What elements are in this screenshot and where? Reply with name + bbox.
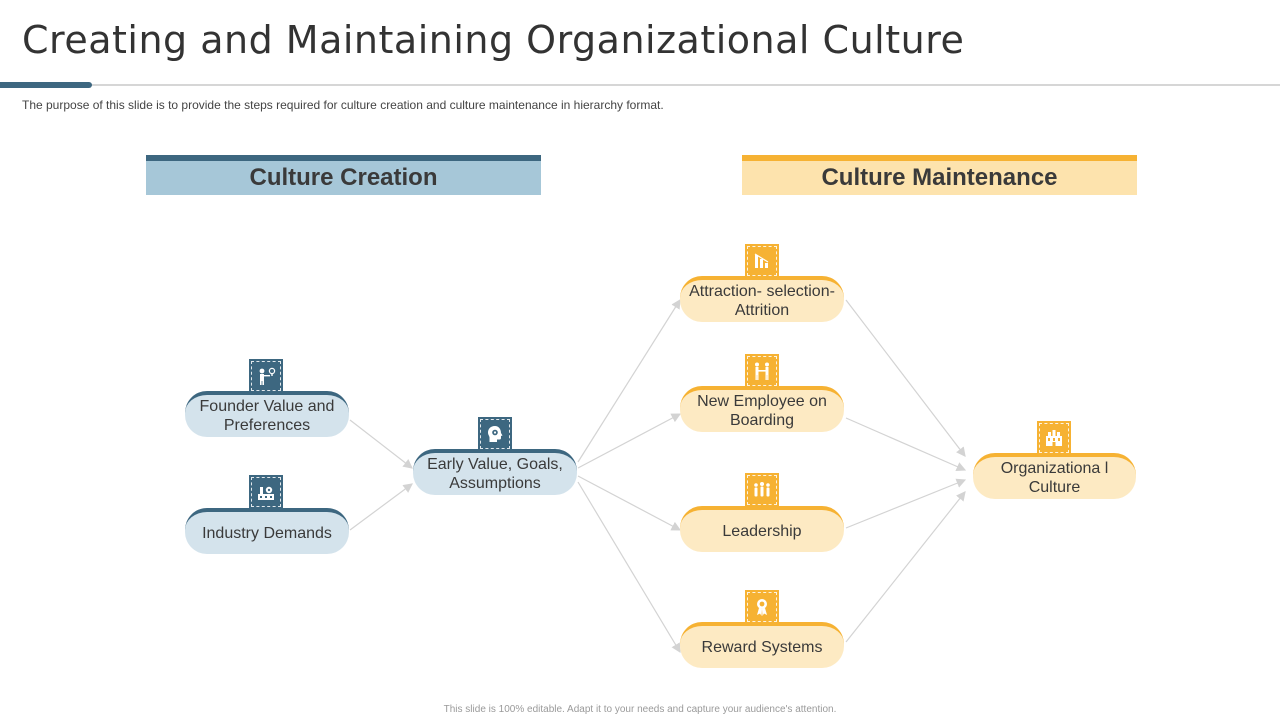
connector-early-onboarding	[577, 413, 682, 469]
title-divider	[0, 84, 1280, 86]
page-title: Creating and Maintaining Organizational …	[22, 18, 965, 62]
title-accent-bar	[0, 82, 92, 88]
connector-attraction-org	[845, 299, 966, 457]
connector-early-leadership	[577, 475, 682, 531]
node-reward-systems: Reward Systems	[680, 622, 844, 668]
organization-building-icon	[1037, 421, 1071, 455]
node-founder-values: Founder Value and Preferences	[185, 391, 349, 437]
culture-maintenance-header: Culture Maintenance	[742, 155, 1137, 195]
presenter-idea-icon	[249, 359, 283, 393]
footer-note: This slide is 100% editable. Adapt it to…	[443, 704, 837, 715]
chart-down-icon	[745, 244, 779, 278]
connector-onboarding-org	[845, 417, 967, 472]
connector-leadership-org	[845, 478, 967, 529]
award-ribbon-icon	[745, 590, 779, 624]
connector-early-attraction	[577, 298, 681, 463]
connector-reward-org	[845, 491, 966, 643]
node-industry-demands: Industry Demands	[185, 508, 349, 554]
node-organizational-culture: Organizationa l Culture	[973, 453, 1136, 499]
node-new-employee-onboarding: New Employee on Boarding	[680, 386, 844, 432]
node-early-values: Early Value, Goals, Assumptions	[413, 449, 577, 495]
factory-gear-icon	[249, 475, 283, 509]
connector-industry-early	[349, 483, 413, 531]
handshake-icon	[745, 354, 779, 388]
connector-founder-early	[349, 419, 413, 469]
page-subtitle: The purpose of this slide is to provide …	[22, 98, 664, 112]
head-gear-icon	[478, 417, 512, 451]
team-icon	[745, 473, 779, 507]
culture-creation-header: Culture Creation	[146, 155, 541, 195]
connector-early-reward	[577, 481, 681, 654]
node-leadership: Leadership	[680, 506, 844, 552]
node-attraction-selection-attrition: Attraction- selection- Attrition	[680, 276, 844, 322]
